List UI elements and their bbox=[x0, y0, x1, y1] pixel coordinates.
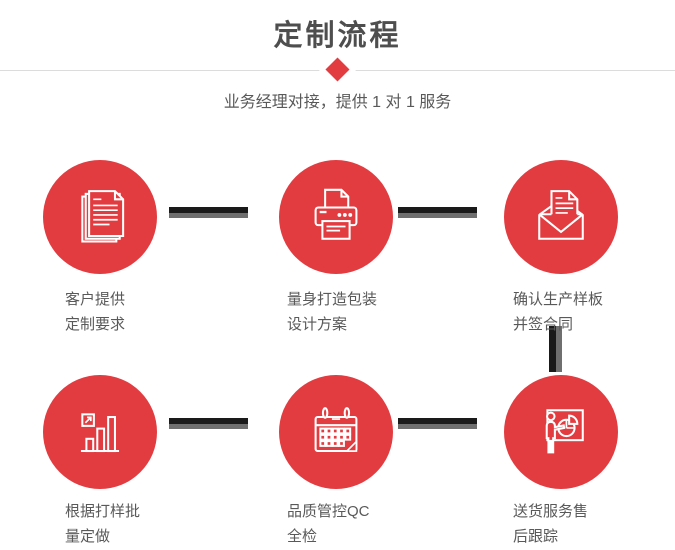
step-circle-1 bbox=[43, 160, 157, 274]
step-label-line: 后跟踪 bbox=[513, 528, 559, 545]
presentation-icon bbox=[545, 409, 584, 454]
diamond-marker-icon bbox=[325, 57, 350, 82]
step-label-line: 确认生产样板 bbox=[513, 291, 604, 308]
step-label-line: 品质管控QC bbox=[287, 503, 370, 520]
step-label-5: 品质管控QC 全检 bbox=[287, 499, 370, 549]
step-label-line: 量身打造包装 bbox=[287, 291, 378, 308]
envelope-icon bbox=[538, 190, 584, 240]
step-label-line: 量定做 bbox=[65, 528, 111, 545]
step-label-6: 送货服务售 后跟踪 bbox=[513, 499, 588, 549]
step-circle-4 bbox=[43, 375, 157, 489]
connector-horizontal-4 bbox=[398, 418, 477, 429]
step-label-line: 根据打样批 bbox=[65, 503, 141, 520]
step-circle-6 bbox=[504, 375, 618, 489]
step-label-3: 确认生产样板 并签合同 bbox=[513, 287, 603, 337]
printer-icon bbox=[314, 188, 358, 240]
step-label-line: 设计方案 bbox=[287, 316, 348, 333]
documents-icon bbox=[81, 190, 125, 243]
connector-horizontal-2 bbox=[398, 207, 477, 218]
calendar-icon bbox=[314, 407, 358, 453]
connector-horizontal-1 bbox=[169, 207, 248, 218]
page-subtitle: 业务经理对接，提供 1 对 1 服务 bbox=[223, 94, 452, 111]
step-circle-2 bbox=[279, 160, 393, 274]
step-circle-5 bbox=[279, 375, 393, 489]
step-label-line: 送货服务售 bbox=[513, 503, 589, 520]
step-label-1: 客户提供 定制要求 bbox=[65, 287, 125, 337]
step-label-4: 根据打样批 量定做 bbox=[65, 499, 140, 549]
bar-chart-icon bbox=[80, 413, 120, 453]
step-label-line: 并签合同 bbox=[513, 316, 574, 333]
page-title: 定制流程 bbox=[273, 20, 402, 52]
step-label-line: 定制要求 bbox=[65, 316, 126, 333]
connector-vertical bbox=[549, 326, 562, 372]
step-circle-3 bbox=[504, 160, 618, 274]
step-label-line: 客户提供 bbox=[65, 291, 126, 308]
step-label-line: 全检 bbox=[287, 528, 318, 545]
connector-horizontal-3 bbox=[169, 418, 248, 429]
step-label-2: 量身打造包装 设计方案 bbox=[287, 287, 377, 337]
